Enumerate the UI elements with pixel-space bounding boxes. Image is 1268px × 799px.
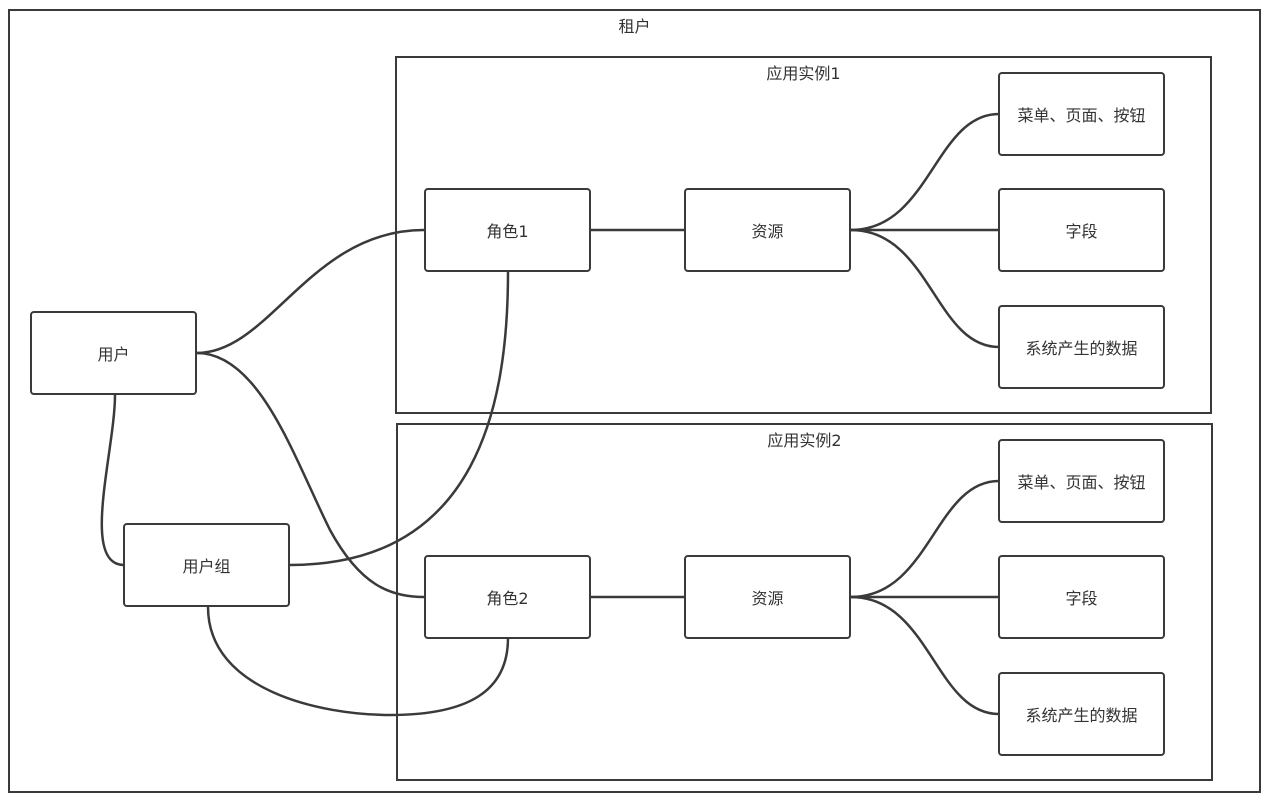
edge-user-role1 xyxy=(196,228,425,355)
resource2-node: 资源 xyxy=(684,555,851,639)
app-instance-1-frame: 应用实例1 xyxy=(395,56,1212,414)
user-node: 用户 xyxy=(30,311,197,395)
tenant-frame: 租户 xyxy=(8,9,1261,793)
menu-page-button-2-node: 菜单、页面、按钮 xyxy=(998,439,1165,523)
edge-usergroup-role2 xyxy=(206,606,510,717)
edge-resource2-menu2 xyxy=(850,479,1000,599)
system-data-2-node: 系统产生的数据 xyxy=(998,672,1165,756)
system-data-1-node: 系统产生的数据 xyxy=(998,305,1165,389)
edge-user-role2 xyxy=(196,351,425,599)
role1-node: 角色1 xyxy=(424,188,591,272)
field-1-node: 字段 xyxy=(998,188,1165,272)
app-instance-2-label: 应用实例2 xyxy=(767,431,842,450)
edge-usergroup-role1 xyxy=(289,271,510,567)
app-instance-1-label: 应用实例1 xyxy=(766,64,841,83)
resource1-node: 资源 xyxy=(684,188,851,272)
tenant-label: 租户 xyxy=(618,17,651,36)
edge-resource1-sysdata1 xyxy=(850,228,1000,349)
edge-resource2-sysdata2 xyxy=(850,595,1000,716)
edge-user-usergroup xyxy=(100,394,125,567)
menu-page-button-1-node: 菜单、页面、按钮 xyxy=(998,72,1165,156)
edge-resource1-menu1 xyxy=(850,112,1000,232)
role2-node: 角色2 xyxy=(424,555,591,639)
field-2-node: 字段 xyxy=(998,555,1165,639)
user-group-node: 用户组 xyxy=(123,523,290,607)
app-instance-2-frame: 应用实例2 xyxy=(396,423,1213,781)
